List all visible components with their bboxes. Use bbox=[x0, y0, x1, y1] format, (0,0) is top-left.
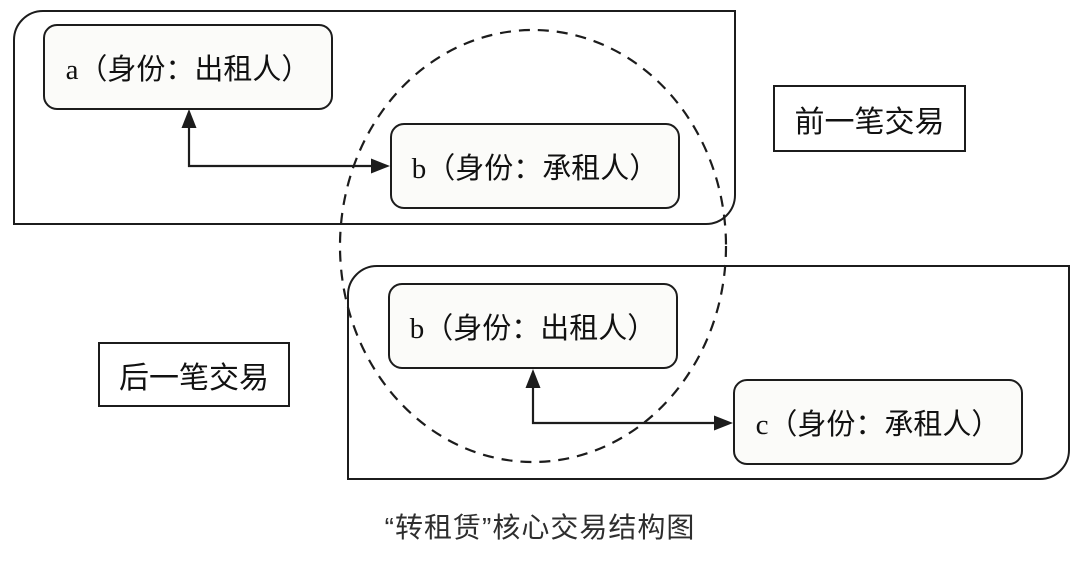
node-b-lessee-prev: b（身份：承租人） bbox=[390, 123, 680, 209]
prev-transaction-label: 前一笔交易 bbox=[773, 85, 966, 152]
node-a-lessor: a（身份：出租人） bbox=[43, 24, 333, 110]
node-c-lessee: c（身份：承租人） bbox=[733, 379, 1023, 465]
node-b-lessor-next: b（身份：出租人） bbox=[388, 283, 678, 369]
diagram-caption: “转租赁”核心交易结构图 bbox=[384, 512, 696, 543]
next-transaction-label: 后一笔交易 bbox=[98, 342, 290, 407]
